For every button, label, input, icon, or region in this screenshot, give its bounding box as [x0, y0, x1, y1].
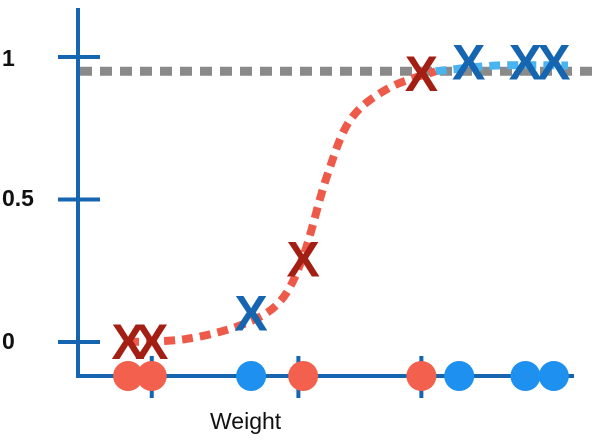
y-tick-label-0-5: 0.5: [2, 185, 34, 211]
projection-x-mark-red: X: [135, 314, 168, 370]
y-tick-label-0: 0: [2, 328, 15, 354]
observation-dot-blue: [236, 361, 267, 391]
projection-x-mark-red: X: [405, 46, 438, 102]
x-axis-title: Weight: [210, 408, 282, 434]
projection-x-mark-red: X: [286, 231, 319, 287]
observation-dot-red: [136, 361, 167, 391]
projection-x-mark-blue: X: [509, 35, 542, 91]
fitted-curve-extension: [435, 61, 569, 76]
projection-x-mark-blue: X: [234, 286, 267, 342]
observation-dot-blue: [510, 361, 541, 391]
projection-x-mark-red: X: [111, 314, 144, 370]
curve-layer: [80, 61, 600, 346]
labels-layer: 1 0.5 0 Weight: [2, 45, 282, 434]
fitted-curve: [127, 67, 437, 346]
observations-layer: [113, 361, 569, 391]
projection-x-mark-blue: X: [537, 35, 570, 91]
projection-x-mark-blue: X: [452, 35, 485, 91]
observation-dot-blue: [538, 361, 569, 391]
observation-dot-red: [406, 361, 437, 391]
observation-dot-blue: [444, 361, 475, 391]
observation-dot-red: [113, 361, 144, 391]
observation-dot-red: [288, 361, 319, 391]
y-tick-label-1: 1: [2, 45, 15, 71]
